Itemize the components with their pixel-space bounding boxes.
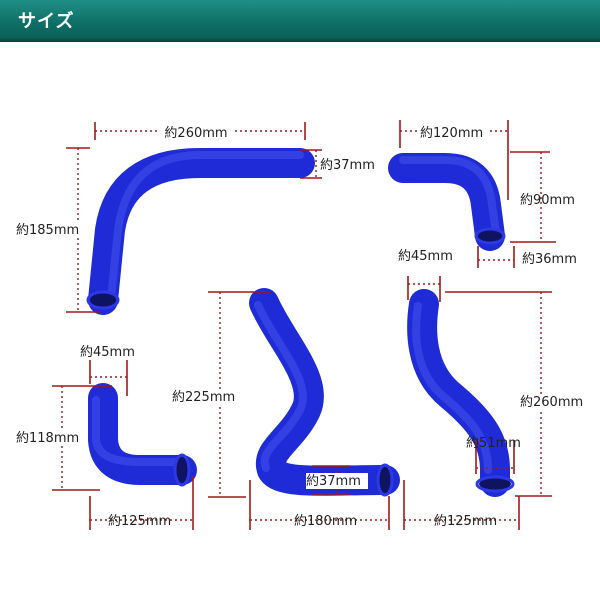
hose-4-length: 約180mm xyxy=(294,514,357,529)
hose-3-height: 約118mm xyxy=(16,431,79,446)
hose-3-length: 約125mm xyxy=(108,514,171,529)
page-title: サイズ xyxy=(18,11,75,32)
hose-4-height: 約225mm xyxy=(172,390,235,405)
hose-2-opening xyxy=(478,230,502,242)
hose-5-diameter: 約51mm xyxy=(466,436,521,451)
hose-4-diameter: 約37mm xyxy=(306,474,361,489)
hose-5 xyxy=(407,289,515,497)
hose-5-offset: 約45mm xyxy=(398,249,453,264)
hose-1-height: 約185mm xyxy=(16,223,79,238)
hose-1-diameter: 約37mm xyxy=(320,158,375,173)
hose-3 xyxy=(88,383,197,487)
hose-size-diagram: 約260mm 約185mm 約37mm 約120mm 約90mm 約36mm 約… xyxy=(0,42,600,600)
hose-2-height: 約90mm xyxy=(520,193,575,208)
header-bar: サイズ xyxy=(0,0,600,42)
hose-1 xyxy=(86,148,315,315)
hose-1-length: 約260mm xyxy=(164,126,227,141)
hose-5-height: 約260mm xyxy=(520,395,583,410)
hose-2 xyxy=(388,153,506,251)
hose-5-opening xyxy=(479,478,511,490)
hose-1-opening xyxy=(90,293,116,307)
header-underline xyxy=(0,38,600,42)
hose-4-opening xyxy=(379,467,391,493)
hose-3-opening xyxy=(176,457,188,483)
hose-3-offset: 約45mm xyxy=(80,345,135,360)
hose-5-length: 約125mm xyxy=(434,514,497,529)
hose-drawings: 約260mm 約185mm 約37mm 約120mm 約90mm 約36mm 約… xyxy=(14,120,596,530)
hose-2-length: 約120mm xyxy=(420,126,483,141)
hose-2-diameter: 約36mm xyxy=(522,252,577,267)
